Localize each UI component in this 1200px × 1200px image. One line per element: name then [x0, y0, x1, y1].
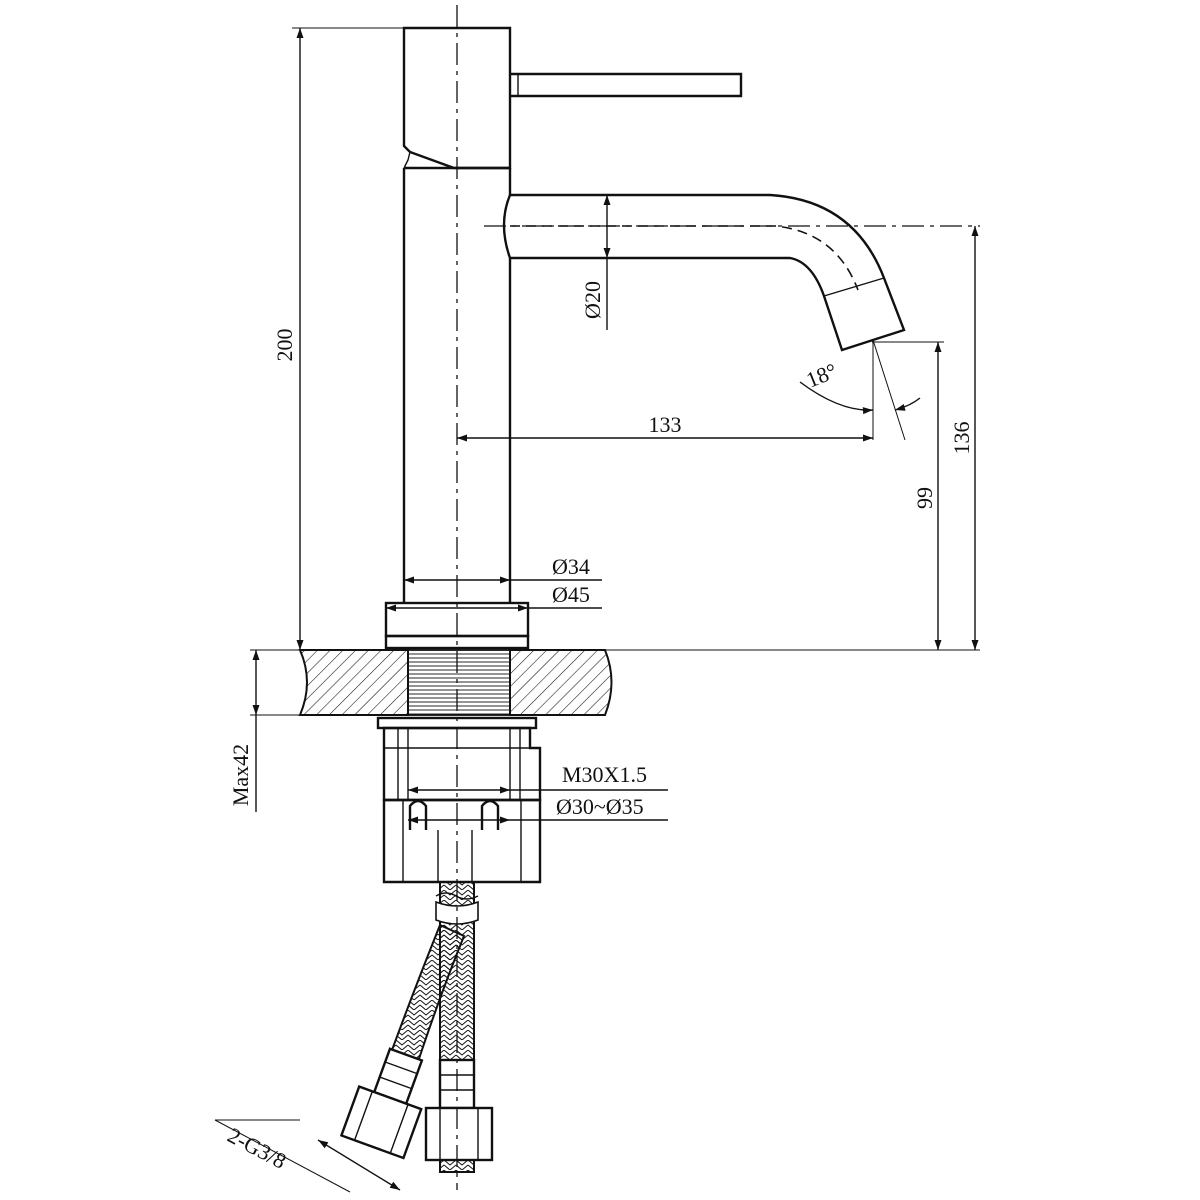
dim-spout-reach: 133: [457, 412, 873, 442]
dim-label-d45: Ø45: [552, 582, 590, 607]
dim-hole-diameter: Ø30~Ø35: [408, 794, 668, 824]
countertop-section: [250, 649, 980, 716]
dim-label-133: 133: [649, 412, 682, 437]
dim-label-thread: M30X1.5: [562, 762, 647, 787]
dim-max-deck-thickness: Max42: [228, 650, 260, 812]
base-plate: [384, 634, 530, 650]
dim-label-99: 99: [912, 487, 937, 509]
countertop-hatch-left: [298, 649, 409, 716]
dim-base-diameter: Ø45: [386, 582, 602, 612]
spout: [502, 193, 906, 352]
dim-spout-diameter: Ø20: [580, 195, 611, 330]
main-column: [402, 168, 512, 603]
dim-label-hole: Ø30~Ø35: [556, 794, 644, 819]
lock-nut: [382, 798, 542, 884]
dim-label-136: 136: [949, 422, 974, 455]
mounting-hardware: [376, 716, 542, 884]
dim-body-diameter: Ø34: [404, 554, 602, 584]
dim-spout-angle: 18°: [799, 339, 921, 441]
dim-thread: M30X1.5: [408, 762, 668, 794]
dim-height-total: 200: [272, 27, 404, 650]
lever-handle: [510, 72, 743, 98]
dim-outlet-height: 99: [872, 341, 944, 650]
dim-label-200: 200: [272, 329, 297, 362]
hose-nut-straight: [424, 1106, 494, 1162]
dim-label-d20: Ø20: [580, 281, 605, 319]
dim-label-max42: Max42: [228, 744, 253, 806]
supply-hoses: [339, 881, 494, 1173]
threaded-shank: [407, 649, 511, 716]
dim-label-d34: Ø34: [552, 554, 590, 579]
dim-label-hose: 2-G3/8: [224, 1122, 291, 1173]
countertop-hatch-right: [509, 649, 613, 716]
faucet-body: [384, 26, 906, 650]
dim-spout-top-height: 136: [949, 226, 979, 650]
